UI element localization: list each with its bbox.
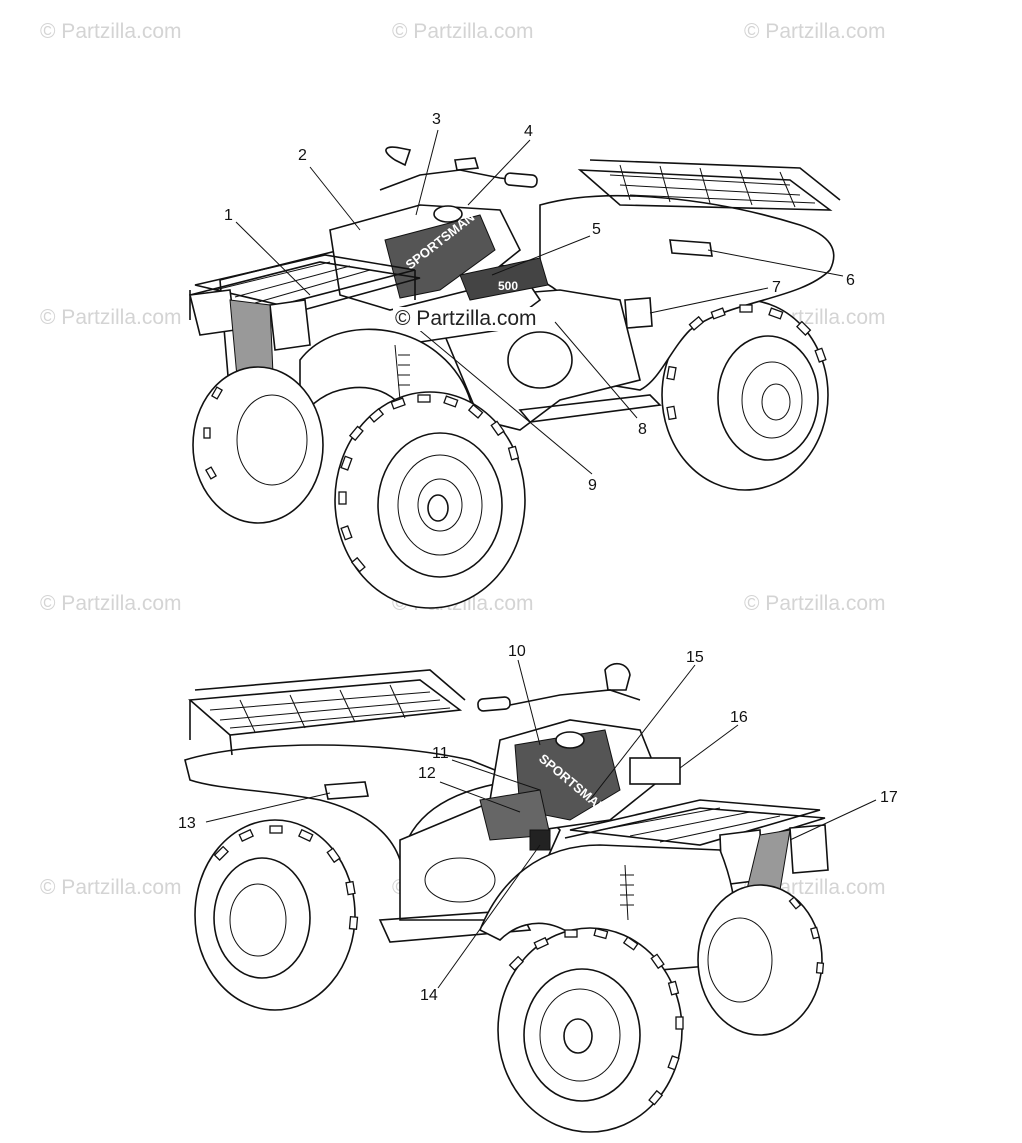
callout-labels: 1 2 3 4 5 6 7 8 9 10 11 12 13 14 15 16 1…	[178, 111, 898, 1004]
callout-leaders-top	[235, 129, 844, 475]
watermark: © Partzilla.com	[40, 876, 182, 899]
callout-6: 6	[846, 272, 855, 289]
callout-5: 5	[592, 221, 601, 238]
callout-11: 11	[432, 745, 449, 762]
callout-3: 3	[432, 111, 441, 128]
decal-7	[624, 297, 653, 329]
rear-rack	[577, 159, 841, 211]
rear-wheel	[661, 299, 829, 491]
callout-10: 10	[508, 643, 526, 660]
callout-9: 9	[588, 477, 597, 494]
front-wheel	[497, 927, 683, 1133]
tire-tread	[203, 304, 827, 573]
watermark: © Partzilla.com	[40, 306, 182, 329]
atv-front-view: SPORTSMAN 500	[189, 146, 841, 609]
callout-13: 13	[178, 815, 196, 832]
watermark: © Partzilla.com	[744, 20, 886, 43]
callout-17: 17	[880, 789, 898, 806]
front-wheel	[334, 391, 526, 609]
atv-rear-view: SPORTSMAN	[184, 662, 829, 1133]
watermark: © Partzilla.com	[744, 592, 886, 615]
side-decal	[459, 257, 549, 301]
tire-tread	[213, 825, 825, 1106]
callout-16: 16	[730, 709, 748, 726]
decal-16	[629, 757, 681, 785]
callout-2: 2	[298, 147, 307, 164]
watermark: © Partzilla.com	[392, 20, 534, 43]
callout-12: 12	[418, 765, 436, 782]
rear-wheel	[194, 819, 356, 1011]
callout-7: 7	[772, 279, 781, 296]
watermark: © Partzilla.com	[40, 20, 182, 43]
callout-1: 1	[224, 207, 233, 224]
center-watermark: © Partzilla.com	[393, 307, 539, 331]
decal-13	[324, 781, 369, 800]
callout-4: 4	[524, 123, 533, 140]
callout-leaders-bottom	[205, 659, 877, 989]
callout-15: 15	[686, 649, 704, 666]
watermark: © Partzilla.com	[40, 592, 182, 615]
callout-8: 8	[638, 421, 647, 438]
front-rack	[189, 254, 421, 320]
side-decal-text: 500	[498, 279, 518, 293]
decal-6	[669, 239, 713, 257]
callout-14: 14	[420, 987, 438, 1004]
rear-rack	[188, 669, 466, 756]
